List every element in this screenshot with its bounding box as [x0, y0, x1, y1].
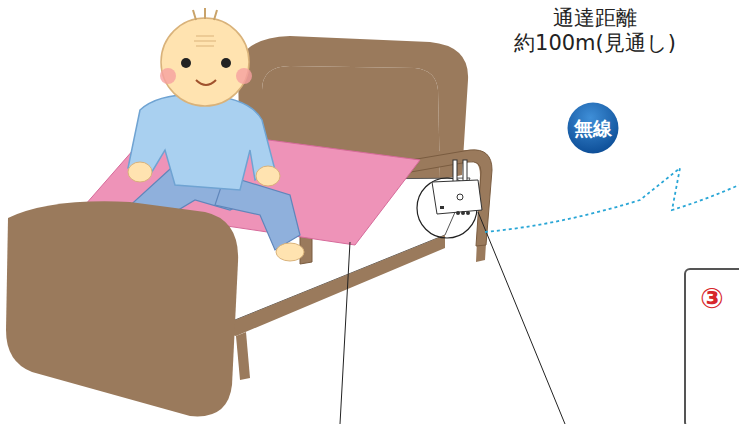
transmitter	[432, 160, 482, 215]
bed-leg	[236, 332, 250, 380]
torso	[128, 95, 275, 190]
range-note: 通達距離 約100m(見通し)	[495, 6, 695, 56]
footboard	[6, 201, 238, 416]
mouth	[196, 80, 216, 85]
hand	[128, 162, 152, 182]
eye	[221, 58, 231, 68]
cheek	[236, 68, 252, 84]
eye	[181, 58, 191, 68]
cheek	[160, 68, 176, 84]
receiver-box: ③	[684, 268, 739, 424]
leader-line	[478, 212, 565, 424]
badge-text: 無線	[574, 118, 612, 139]
head	[161, 18, 249, 106]
hair	[193, 8, 217, 20]
wireless-signal	[485, 168, 739, 232]
callout-number: ③	[700, 284, 724, 315]
wrinkles	[194, 36, 216, 46]
wireless-badge: 無線	[567, 102, 619, 154]
foot	[276, 243, 304, 261]
hand	[256, 166, 280, 186]
leader-line	[340, 242, 350, 424]
